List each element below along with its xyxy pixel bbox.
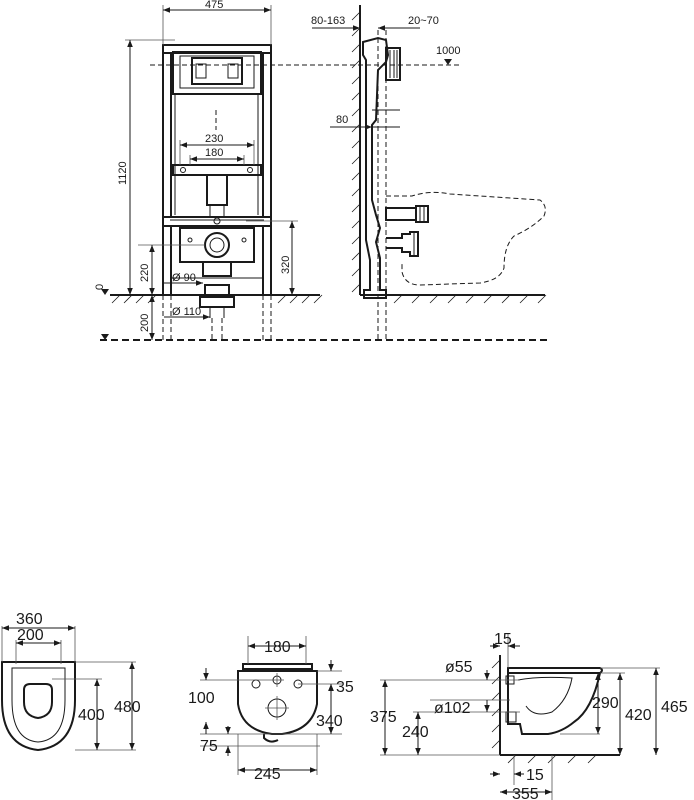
dim-320: 320 [280, 256, 292, 274]
bowl-wall-hatching [491, 659, 597, 764]
dim-80-163: 80-163 [311, 15, 345, 27]
dim-1120: 1120 [117, 161, 129, 185]
dim-290: 290 [592, 695, 619, 712]
dim-400: 400 [78, 707, 105, 724]
dim-475: 475 [205, 0, 223, 11]
dim-80: 80 [336, 114, 348, 126]
dim-100: 100 [188, 690, 215, 707]
dim-360: 360 [16, 611, 43, 628]
dim-1000: 1000 [436, 45, 460, 57]
dim-35: 35 [336, 679, 354, 696]
dim-355: 355 [512, 786, 539, 800]
dim-15-bottom: 15 [526, 767, 544, 784]
dim-75: 75 [200, 738, 218, 755]
dim-375: 375 [370, 709, 397, 726]
bowl-top-view: 360 200 400 480 [0, 611, 141, 752]
bowl-side-view: 15 ø55 ø102 375 240 290 420 465 15 355 [370, 631, 688, 800]
dim-340: 340 [316, 713, 343, 730]
frame-front-view: 475 1120 230 180 220 320 200 0 Ø 90 Ø 11… [94, 0, 548, 341]
dim-230: 230 [205, 133, 223, 145]
dim-200: 200 [17, 627, 44, 644]
dim-180: 180 [205, 147, 223, 159]
dim-240: 240 [402, 724, 429, 741]
dia-90: Ø 90 [172, 272, 196, 284]
dim-480: 480 [114, 699, 141, 716]
dim-180-back: 180 [264, 639, 291, 656]
dim-15-top: 15 [494, 631, 512, 648]
bowl-back-view: 180 100 35 340 75 245 [188, 636, 354, 783]
dia-102: ø102 [434, 700, 471, 717]
level-zero: 0 [94, 284, 106, 290]
dia-55: ø55 [445, 659, 473, 676]
dia-110: Ø 110 [172, 306, 201, 318]
dim-20-70: 20~70 [408, 15, 439, 27]
frame-side-view: 80-163 20~70 1000 80 [311, 5, 547, 340]
dim-420: 420 [625, 707, 652, 724]
dim-200: 200 [139, 314, 151, 332]
dim-220: 220 [139, 264, 151, 282]
dim-465: 465 [661, 699, 688, 716]
wall-hatching [351, 11, 361, 293]
dim-245: 245 [254, 766, 281, 783]
floor-hatching-side [393, 294, 547, 304]
